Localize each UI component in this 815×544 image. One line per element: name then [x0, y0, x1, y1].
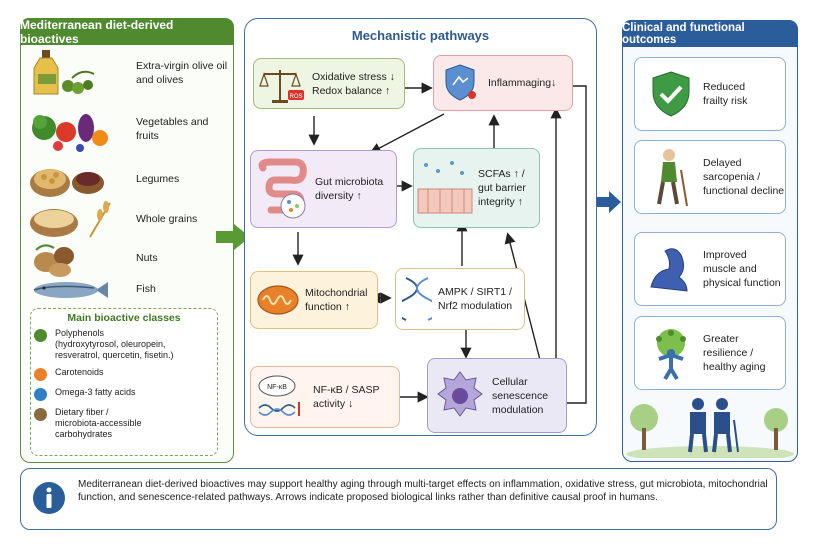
outcome-label: Reduced frailty risk — [703, 81, 748, 107]
class-label: Polyphenols (hydroxytyrosol, oleuropein,… — [55, 328, 174, 360]
senescence-label: Cellular senescence modulation — [492, 375, 549, 416]
food-label: Extra-virgin olive oil and olives — [136, 60, 228, 86]
bioactive-classes-box — [30, 308, 218, 456]
elderly-walker-icon — [657, 149, 688, 207]
info-icon — [33, 482, 65, 514]
food-label: Nuts — [136, 252, 158, 264]
class-item-carotenoids: Carotenoids — [34, 367, 214, 381]
grain-icon — [34, 408, 47, 421]
nuts-icon — [34, 244, 74, 277]
tree-person-icon — [656, 329, 686, 381]
scfa-box: SCFAs ↑ / gut barrier integrity ↑ — [413, 148, 540, 228]
food-item-nuts: Nuts — [28, 237, 228, 279]
outcome-label: Improved muscle and physical function — [703, 249, 781, 289]
mitochondrial-box: Mitochondrial function ↑ — [250, 271, 378, 329]
footer-text: Mediterranean diet-derived bioactives ma… — [78, 479, 768, 503]
gut-microbiota-label: Gut microbiota diversity ↑ — [315, 176, 384, 202]
vegetables-fruits-icon — [32, 114, 108, 152]
food-label: Legumes — [136, 173, 180, 185]
inflammaging-label: Inflammaging↓ — [488, 77, 557, 89]
outcome-frailty: Reduced frailty risk — [634, 57, 786, 131]
shield-virus-icon — [445, 64, 476, 101]
ampk-box: AMPK / SIRT1 / Nrf2 modulation — [395, 268, 525, 330]
food-label: Whole grains — [136, 213, 198, 225]
gut-microbiota-box: Gut microbiota diversity ↑ — [250, 150, 397, 228]
arrow-middle-to-right — [597, 191, 621, 213]
senescent-cell-icon — [437, 370, 483, 417]
senescence-box: Cellular senescence modulation — [427, 358, 567, 433]
inflammaging-box: Inflammaging↓ — [433, 55, 573, 111]
food-item-legumes: Legumes — [28, 158, 228, 200]
food-item-fish: Fish — [28, 268, 228, 310]
nfkb-badge: NF-κB — [267, 384, 287, 391]
food-label: Fish — [136, 283, 156, 295]
class-item-polyphenols: Polyphenols (hydroxytyrosol, oleuropein,… — [34, 328, 214, 361]
olive-oil-icon — [33, 50, 95, 95]
food-item-olive-oil: Extra-virgin olive oil and olives — [28, 50, 228, 95]
carrot-icon — [34, 368, 47, 381]
oxidative-stress-box: ROS Oxidative stress ↓ Redox balance ↑ — [253, 58, 405, 109]
footer-note — [20, 468, 777, 530]
dna-helix-icon — [402, 277, 432, 321]
elderly-couple-scene — [626, 398, 794, 458]
outcome-muscle: Improved muscle and physical function — [634, 232, 786, 306]
class-item-fiber: Dietary fiber / microbiota-accessible ca… — [34, 407, 214, 440]
gut-barrier-icon — [417, 161, 473, 214]
food-item-vegetables: Vegetables and fruits — [28, 108, 228, 152]
nfkb-label: NF-κB / SASP activity ↓ — [313, 384, 380, 410]
flexed-arm-icon — [650, 248, 688, 292]
mitochondrial-label: Mitochondrial function ↑ — [305, 287, 368, 313]
ros-badge: ROS — [289, 94, 302, 100]
outcome-label: Delayed sarcopenia / functional decline — [703, 157, 785, 197]
arrow-left-to-middle — [216, 224, 250, 250]
oxidative-stress-label: Oxidative stress ↓ Redox balance ↑ — [312, 70, 395, 97]
class-label: Dietary fiber / microbiota-accessible ca… — [55, 407, 142, 439]
nfkb-box: NF-κB NF-κB / SASP activity ↓ — [250, 366, 400, 428]
outcome-resilience: Greater resilience / healthy aging — [634, 316, 786, 390]
balance-scale-icon: ROS — [259, 69, 304, 103]
mitochondrion-icon — [257, 285, 299, 315]
class-label: Carotenoids — [55, 367, 104, 377]
fish-icon — [33, 282, 108, 298]
scfa-label: SCFAs ↑ / gut barrier integrity ↑ — [478, 168, 526, 208]
ampk-label: AMPK / SIRT1 / Nrf2 modulation — [438, 286, 513, 312]
mechanistic-title: Mechanistic pathways — [351, 28, 490, 43]
food-item-whole-grains: Whole grains — [28, 198, 228, 240]
fish-drop-icon — [34, 388, 47, 401]
food-label: Vegetables and fruits — [136, 116, 209, 142]
nfkb-dna-icon: NF-κB — [258, 375, 300, 416]
legumes-icon — [30, 169, 104, 197]
whole-grains-icon — [30, 201, 111, 238]
polyphenol-leaf-icon — [34, 329, 47, 342]
outcome-label: Greater resilience / healthy aging — [703, 333, 766, 373]
outcomes-header: Clinical and functional outcomes — [622, 20, 798, 47]
class-item-omega3: Omega-3 fatty acids — [34, 387, 214, 401]
outcome-sarcopenia: Delayed sarcopenia / functional decline — [634, 140, 786, 214]
shield-check-icon — [652, 71, 690, 117]
class-label: Omega-3 fatty acids — [55, 387, 136, 397]
intestine-icon — [258, 158, 307, 219]
bioactive-classes-title: Main bioactive classes — [67, 312, 181, 324]
bioactives-header: Mediterranean diet-derived bioactives — [20, 18, 234, 46]
